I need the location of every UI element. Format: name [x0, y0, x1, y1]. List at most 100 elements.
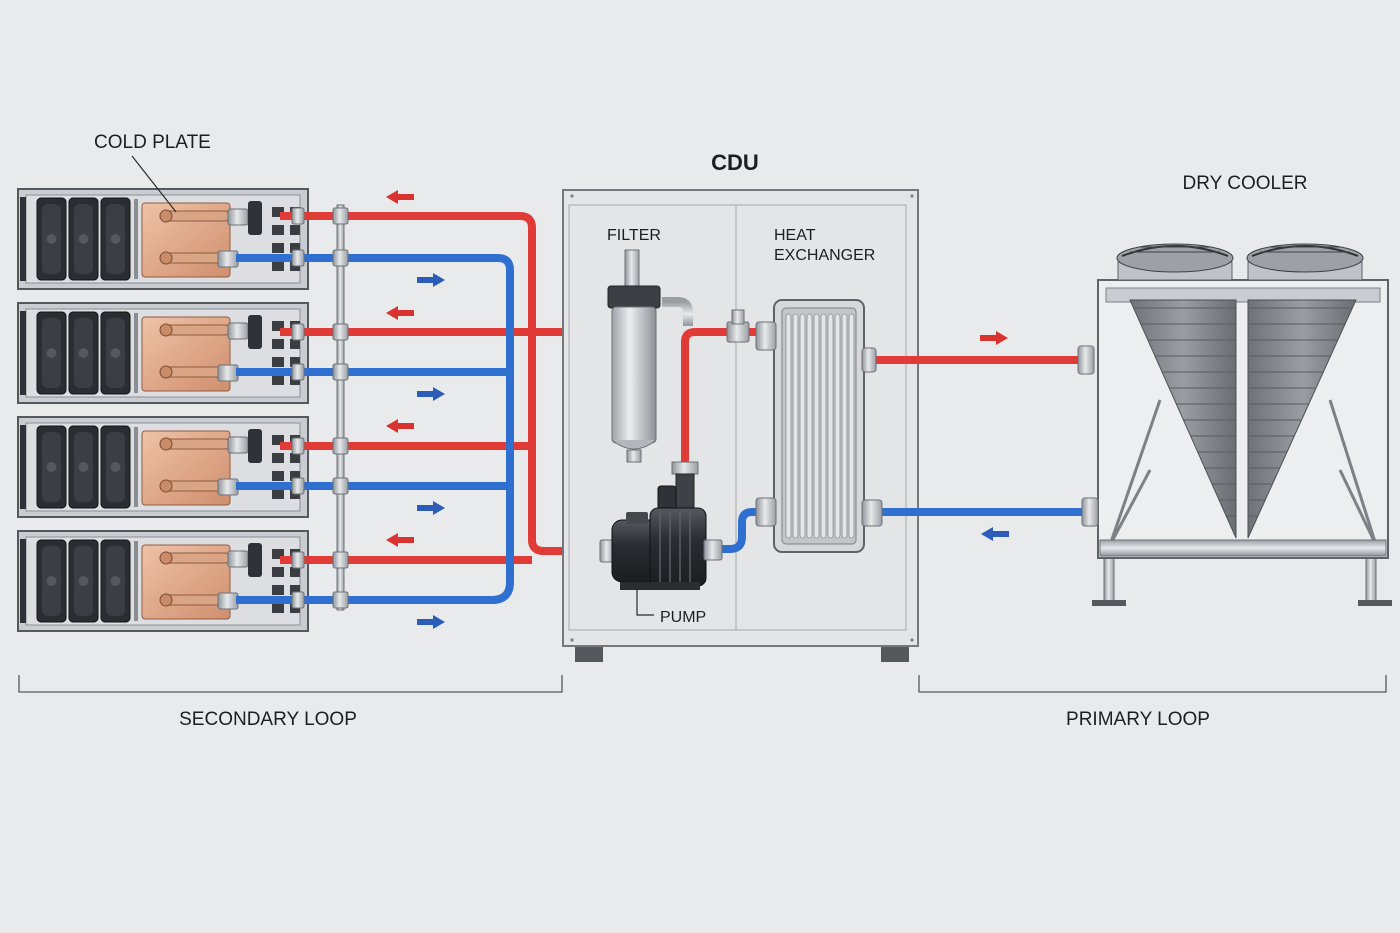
fan-icon — [68, 197, 99, 281]
port — [272, 261, 284, 271]
manifold-fittings — [291, 207, 349, 609]
port — [290, 357, 300, 367]
fitting — [217, 478, 239, 496]
secondary-loop-label: SECONDARY LOOP — [179, 709, 357, 730]
supply-arrow-icon — [417, 273, 445, 287]
heat-exchanger-label-line2: EXCHANGER — [774, 247, 875, 264]
pipe-coupling — [291, 249, 305, 267]
return-arrow-icon — [386, 190, 414, 204]
dry-cooler-label: DRY COOLER — [1183, 173, 1308, 194]
cold-plate-leader-line — [131, 155, 177, 213]
rack-ear — [20, 539, 26, 623]
server-unit — [17, 302, 309, 404]
port — [272, 243, 284, 253]
exchanger-plate — [848, 313, 855, 539]
supply-arrow-icon — [417, 615, 445, 629]
return-arrow-icon — [386, 419, 414, 433]
port — [290, 471, 300, 481]
manifold-collar — [332, 437, 349, 455]
connector — [248, 429, 262, 463]
exchanger-plate — [834, 313, 841, 539]
port — [290, 225, 300, 235]
cold-flow-arrow-icon — [981, 527, 1009, 541]
fan-icon — [1116, 243, 1234, 281]
fitting — [227, 322, 249, 340]
exchanger-plate — [813, 313, 820, 539]
manifold-collar — [332, 551, 349, 569]
return-arrow-icon — [386, 533, 414, 547]
exchanger-plate — [799, 313, 806, 539]
pipe-coupling — [291, 591, 305, 609]
cdu-cold-pipe — [722, 508, 1086, 553]
port — [272, 357, 284, 367]
filter-label: FILTER — [607, 227, 661, 244]
fitting — [227, 208, 249, 226]
port — [272, 225, 284, 235]
port — [290, 567, 300, 577]
server-unit — [17, 416, 309, 518]
port — [290, 453, 300, 463]
manifold-collar — [332, 249, 349, 267]
pipe-coupling — [291, 551, 305, 569]
fan-icon — [100, 425, 131, 509]
fan-icon — [68, 539, 99, 623]
pipe-coupling — [291, 207, 305, 225]
plate-heat-exchanger-icon — [755, 299, 883, 553]
tee-fitting — [726, 309, 750, 343]
fan-icon — [100, 197, 131, 281]
heat-exchanger-plates — [785, 313, 855, 539]
primary-loop-label: PRIMARY LOOP — [1066, 709, 1210, 730]
cdu-hot-pipe — [681, 328, 1080, 462]
port — [272, 339, 284, 349]
port — [272, 375, 284, 385]
primary-loop-bracket — [918, 675, 1387, 693]
manifold-collar — [332, 323, 349, 341]
return-arrow-icon — [386, 306, 414, 320]
pipe-coupling — [291, 323, 305, 341]
manifold-collar — [332, 477, 349, 495]
exchanger-plate — [785, 313, 792, 539]
secondary-loop-bracket — [18, 675, 563, 693]
port — [272, 207, 284, 217]
rack-ear — [20, 425, 26, 509]
coil-fins — [1133, 307, 1353, 517]
port — [272, 471, 284, 481]
heat-exchanger-label-line1: HEAT — [774, 227, 816, 244]
connector — [248, 543, 262, 577]
secondary-hot-pipes — [280, 212, 598, 564]
hot-flow-arrow-icon — [980, 331, 1008, 345]
rack-ear — [20, 197, 26, 281]
fan-icon — [36, 197, 67, 281]
exchanger-plate — [806, 313, 813, 539]
fan-icon — [100, 539, 131, 623]
connector — [248, 201, 262, 235]
port — [290, 585, 300, 595]
pipe-coupling — [291, 437, 305, 455]
manifold — [336, 204, 345, 611]
cdu-label: CDU — [711, 150, 759, 175]
pipe-coupling — [291, 477, 305, 495]
server-unit — [17, 188, 309, 290]
port — [272, 453, 284, 463]
exchanger-plate — [827, 313, 834, 539]
fan-icon — [68, 425, 99, 509]
supply-arrow-icon — [417, 501, 445, 515]
fan-icon — [36, 539, 67, 623]
fan-icon — [36, 311, 67, 395]
cold-plate-label: COLD PLATE — [94, 132, 211, 153]
manifold-collar — [332, 591, 349, 609]
fitting — [227, 436, 249, 454]
server-unit — [17, 530, 309, 632]
pump-label: PUMP — [660, 609, 706, 626]
pump-icon — [599, 461, 723, 590]
exchanger-plate — [820, 313, 827, 539]
fitting — [217, 592, 239, 610]
secondary-flow-arrows — [386, 190, 445, 629]
exchanger-plate — [841, 313, 848, 539]
fan-icon — [36, 425, 67, 509]
supply-arrow-icon — [417, 387, 445, 401]
port — [272, 585, 284, 595]
fitting — [217, 364, 239, 382]
manifold-collar — [332, 207, 349, 225]
